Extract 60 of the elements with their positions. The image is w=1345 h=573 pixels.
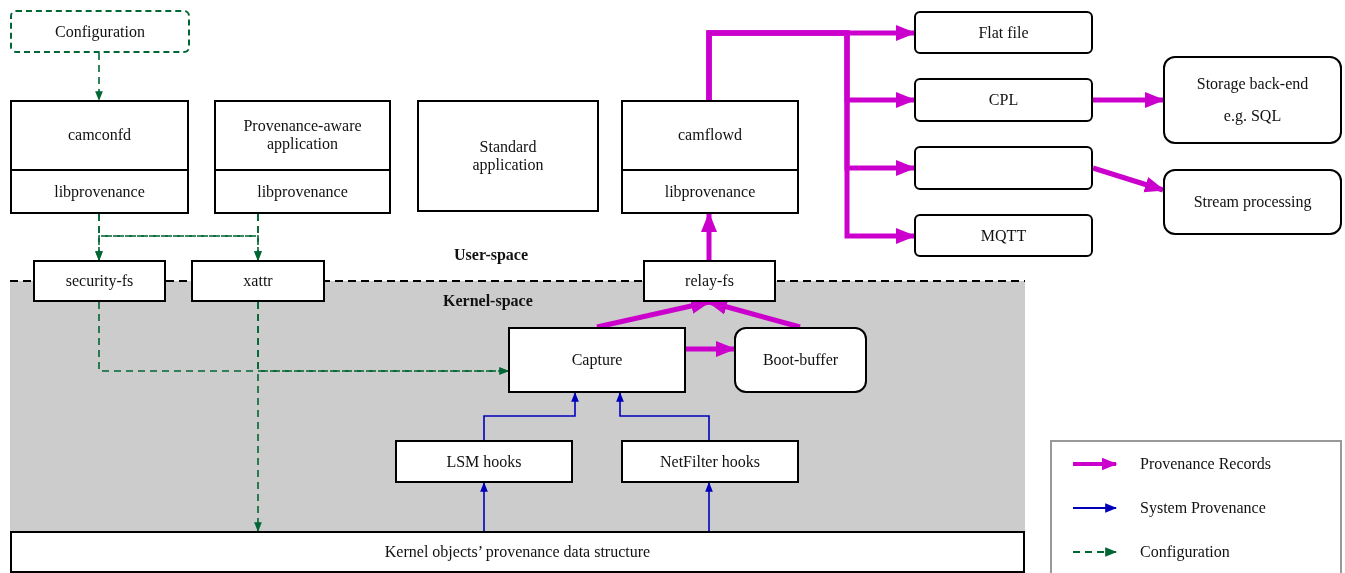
arrow	[701, 212, 717, 260]
arrow	[616, 392, 710, 441]
component-box	[621, 100, 799, 212]
component-box	[214, 100, 391, 212]
library-box	[214, 169, 391, 214]
node-label: libprovenance	[664, 182, 756, 201]
legend-label: Provenance Records	[1140, 455, 1272, 473]
node-label: Standard application	[471, 138, 545, 174]
interface-box	[643, 260, 776, 302]
node-label: Flat file	[978, 23, 1029, 42]
node-label: xattr	[243, 272, 273, 290]
legend-label: Configuration	[1140, 543, 1230, 561]
node-label: Boot-buffer	[762, 351, 839, 369]
interface-box	[191, 260, 325, 302]
component-box	[10, 100, 189, 212]
arrow	[1092, 165, 1165, 193]
config-box	[10, 10, 190, 53]
output-box	[914, 214, 1093, 257]
node-label: Provenance-aware application	[242, 117, 363, 153]
legend-label: System Provenance	[1140, 499, 1266, 517]
node-label: security-fs	[65, 272, 134, 290]
arrow	[254, 301, 262, 532]
node-label: CPL	[988, 91, 1019, 109]
node-label: Capture	[571, 351, 623, 369]
output-box	[914, 11, 1093, 54]
output-box	[914, 78, 1093, 122]
output-box	[914, 146, 1093, 190]
arrow	[705, 482, 713, 532]
hooks-box	[395, 440, 573, 483]
node-label: Kernel objects’ provenance data structure	[384, 543, 651, 561]
arrow	[483, 392, 579, 441]
node-label: camconfd	[67, 126, 132, 144]
node-label: NetFilter hooks	[660, 452, 760, 471]
data-structure-box	[10, 531, 1025, 573]
arrow	[95, 52, 103, 101]
arrow	[706, 30, 916, 244]
process-box	[508, 327, 686, 393]
interface-box	[33, 260, 166, 302]
region-label: User-space	[454, 246, 529, 264]
node-label: relay-fs	[685, 272, 734, 290]
backend-box	[1163, 169, 1342, 235]
library-box	[10, 169, 189, 214]
node-label: libprovenance	[54, 182, 145, 201]
hooks-box	[621, 440, 799, 483]
arrow	[1093, 92, 1165, 108]
node-label: libprovenance	[257, 182, 348, 201]
node-label: Configuration	[55, 22, 145, 41]
library-box	[621, 169, 799, 214]
node-label: MQTT	[980, 226, 1027, 245]
node-label: LSM hooks	[446, 452, 522, 471]
component-box	[417, 100, 599, 212]
region-label: Kernel-space	[443, 292, 533, 310]
node-label: Stream processing	[1193, 193, 1312, 211]
arrow	[480, 482, 488, 532]
node-label: camflowd	[678, 126, 742, 144]
node-label: Storage back-end	[1196, 75, 1309, 93]
arrow	[686, 341, 736, 357]
buffer-box	[734, 327, 867, 393]
node-detail: e.g. SQL	[1223, 107, 1282, 125]
backend-box	[1163, 56, 1342, 144]
